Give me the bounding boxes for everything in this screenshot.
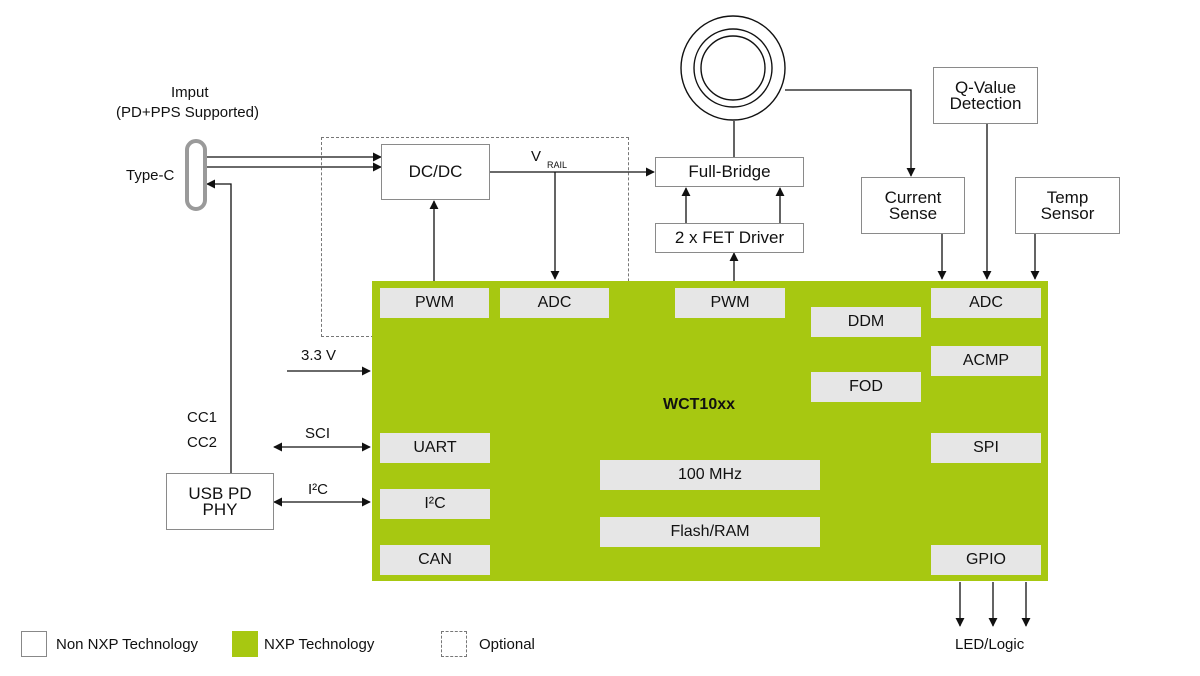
chip-memory: Flash/RAM (600, 517, 820, 547)
fet-driver-block: 2 x FET Driver (655, 223, 804, 253)
vrail-subscript: RAIL (547, 160, 568, 170)
coil-icon (680, 15, 786, 121)
current-sense-line2: Sense (888, 203, 938, 223)
chip-title: WCT10xx (663, 396, 736, 413)
q-value-line1: Q-Value (954, 77, 1017, 97)
q-value-line2: Detection (949, 93, 1022, 113)
legend-optional-swatch (441, 631, 467, 657)
led-logic-label: LED/Logic (955, 636, 1025, 653)
dcdc-label: DC/DC (408, 162, 463, 181)
legend-non-nxp-swatch (21, 631, 47, 657)
legend-non-nxp-label: Non NXP Technology (56, 636, 199, 653)
chip-spi: SPI (931, 433, 1041, 463)
dcdc-block: DC/DC (381, 144, 490, 200)
chip-uart: UART (380, 433, 490, 463)
temp-sensor-line1: Temp (1046, 187, 1089, 207)
cc1-label: CC1 (187, 409, 218, 426)
chip-gpio: GPIO (931, 545, 1041, 575)
chip-acmp: ACMP (931, 346, 1041, 376)
chip-adc-right: ADC (931, 288, 1041, 318)
current-sense-line1: Current (884, 187, 942, 207)
usb-pd-phy-block: USB PD PHY (166, 473, 274, 530)
sci-label: SCI (305, 425, 331, 442)
legend-nxp-swatch (232, 631, 258, 657)
cc2-label: CC2 (187, 434, 218, 451)
chip-fod: FOD (811, 372, 921, 402)
temp-sensor-line2: Sensor (1040, 203, 1095, 223)
full-bridge-label: Full-Bridge (688, 162, 771, 181)
temp-sensor-block: Temp Sensor (1015, 177, 1120, 234)
usb-pd-phy-line1: USB PD (188, 483, 252, 503)
chip-pwm-mid: PWM (675, 288, 785, 318)
i2c-signal-label: I²C (308, 481, 328, 498)
type-c-connector-icon (185, 139, 207, 211)
legend-optional-label: Optional (479, 636, 535, 653)
legend-nxp-label: NXP Technology (264, 636, 375, 653)
input-title: Imput (171, 84, 209, 101)
current-sense-block: Current Sense (861, 177, 965, 234)
chip-can: CAN (380, 545, 490, 575)
chip-clock: 100 MHz (600, 460, 820, 490)
chip-ddm: DDM (811, 307, 921, 337)
chip-pwm-left: PWM (380, 288, 489, 318)
vrail-label: V (531, 148, 542, 165)
input-subtitle: (PD+PPS Supported) (116, 104, 259, 121)
full-bridge-block: Full-Bridge (655, 157, 804, 187)
chip-i2c: I²C (380, 489, 490, 519)
chip-adc-left: ADC (500, 288, 609, 318)
fet-driver-label: 2 x FET Driver (674, 228, 785, 247)
v33-label: 3.3 V (301, 347, 337, 364)
usb-pd-phy-line2: PHY (202, 499, 238, 519)
type-c-label: Type-C (126, 167, 175, 184)
q-value-block: Q-Value Detection (933, 67, 1038, 124)
